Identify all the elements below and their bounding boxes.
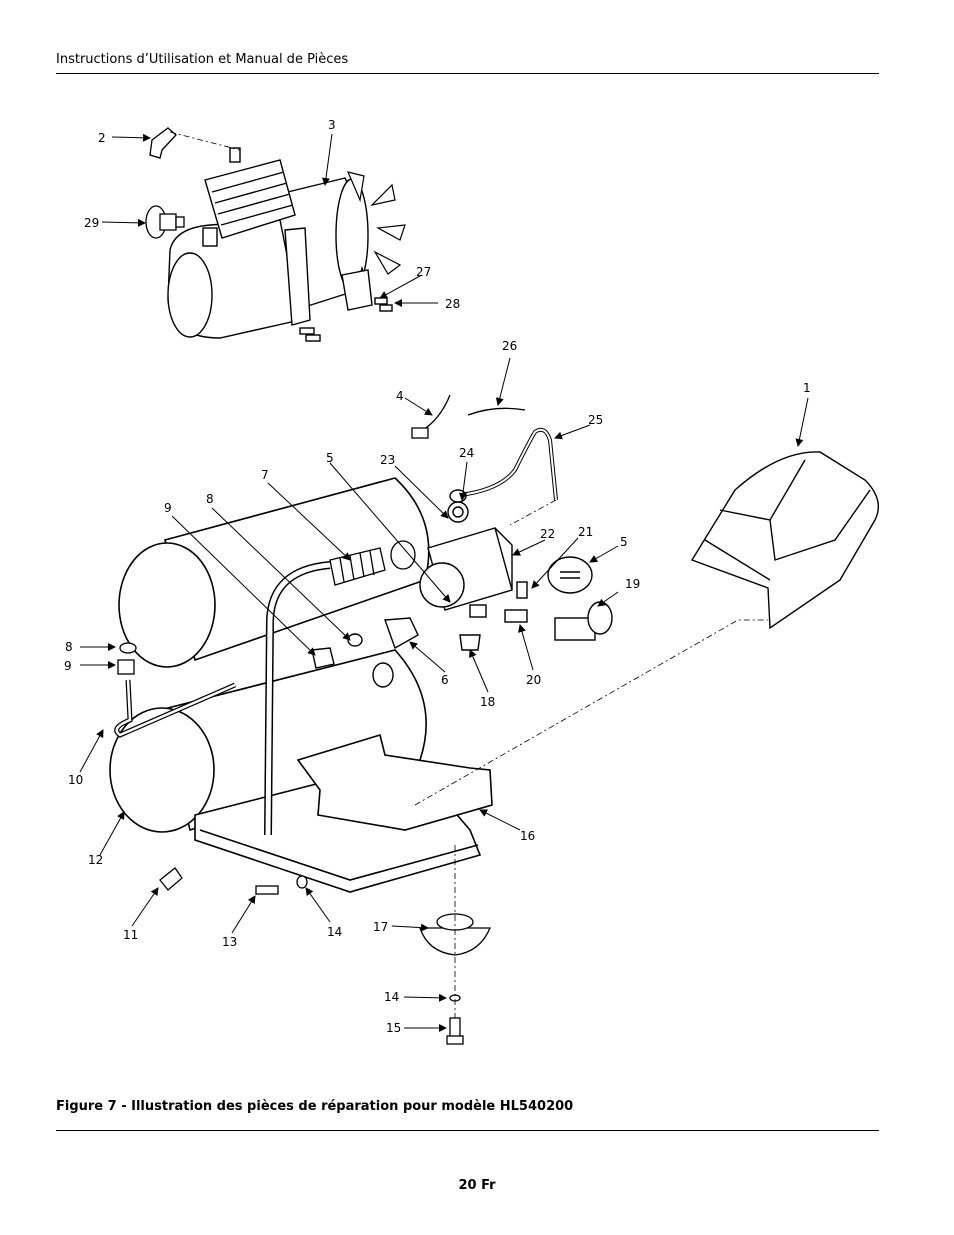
leader-lines [79, 133, 809, 1032]
callout-19: 19 [625, 577, 640, 591]
callout-labels: 1 2 3 4 5 5 6 7 8 8 9 9 10 11 12 13 14 1… [64, 118, 811, 1035]
page-number: 20 Fr [458, 1178, 496, 1193]
callout-15: 15 [386, 1021, 401, 1035]
callout-9-top: 9 [164, 501, 172, 515]
callout-25: 25 [588, 413, 603, 427]
callout-28: 28 [445, 297, 460, 311]
callout-14-foot: 14 [384, 990, 399, 1004]
loose-parts [117, 642, 491, 1045]
callout-5-gauge: 5 [620, 535, 628, 549]
callout-23: 23 [380, 453, 395, 467]
callout-9-left: 9 [64, 659, 72, 673]
callout-13: 13 [222, 935, 237, 949]
header-rule [56, 73, 879, 74]
air-tanks [109, 477, 493, 893]
callout-17: 17 [373, 920, 388, 934]
belt-guard [690, 451, 879, 630]
callout-14-washer: 14 [327, 925, 342, 939]
callout-16: 16 [520, 829, 535, 843]
callout-1: 1 [803, 381, 811, 395]
figure-caption: Figure 7 - Illustration des pièces de ré… [56, 1099, 574, 1114]
pump-motor-assembly [167, 147, 406, 342]
header-title: Instructions d’Utilisation et Manual de … [56, 52, 349, 67]
callout-12: 12 [88, 853, 103, 867]
callout-29: 29 [84, 216, 99, 230]
wiring [411, 394, 558, 526]
callout-5-switch: 5 [326, 451, 334, 465]
callout-8-left: 8 [65, 640, 73, 654]
callout-11: 11 [123, 928, 138, 942]
air-filter [145, 205, 185, 239]
footer-rule [56, 1130, 879, 1131]
callout-21: 21 [578, 525, 593, 539]
pressure-switch [311, 489, 613, 688]
callout-4: 4 [396, 389, 404, 403]
callout-10: 10 [68, 773, 83, 787]
callout-3: 3 [328, 118, 336, 132]
callout-27: 27 [416, 265, 431, 279]
callout-24: 24 [459, 446, 474, 460]
elbow-fitting [149, 127, 177, 159]
callout-18: 18 [480, 695, 495, 709]
callout-20: 20 [526, 673, 541, 687]
callout-7: 7 [261, 468, 269, 482]
callout-6: 6 [441, 673, 449, 687]
callout-22: 22 [540, 527, 555, 541]
callout-2: 2 [98, 131, 106, 145]
callout-26: 26 [502, 339, 517, 353]
callout-8-top: 8 [206, 492, 214, 506]
